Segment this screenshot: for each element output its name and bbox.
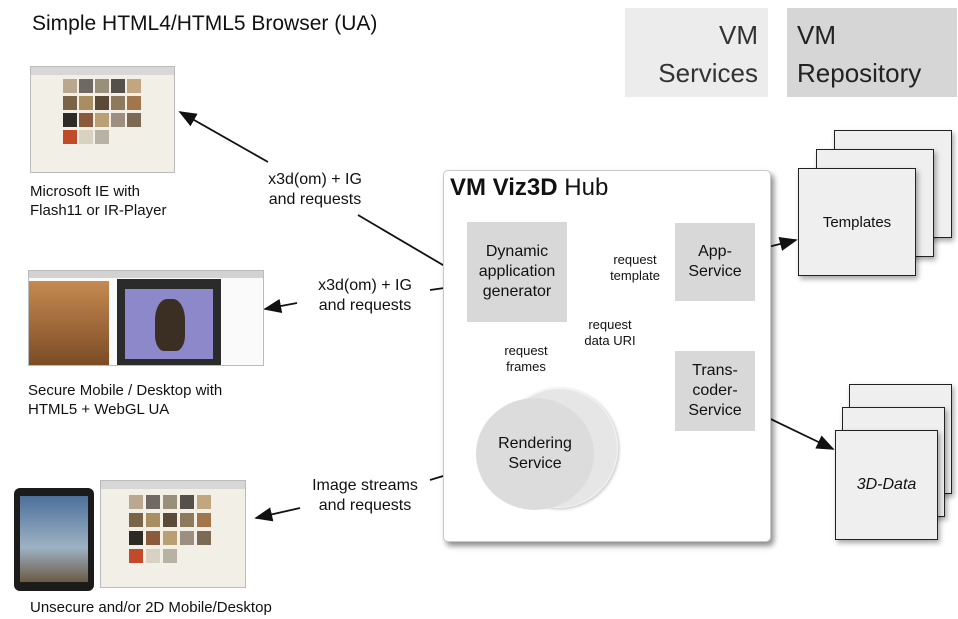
flow-label-request-data-uri: request data URI	[578, 317, 642, 349]
dynamic-application-generator-label: Dynamic application generator	[478, 243, 556, 300]
legend-vm-services-label: VM Services	[658, 20, 758, 88]
arrow-to-ie-client	[178, 111, 269, 163]
transcoder-service: Trans- coder- Service	[675, 351, 755, 431]
webgl-client-label: Secure Mobile / Desktop with HTML5 + Web…	[28, 382, 223, 418]
webgl-viewer	[117, 279, 221, 365]
hub-title-rest: Hub	[557, 174, 609, 201]
legend-vm-services: VM Services	[625, 8, 768, 97]
unsecure-browser-screenshot	[100, 480, 246, 588]
3d-data-label: 3D-Data	[856, 476, 917, 493]
corridor-render	[29, 281, 109, 365]
templates-card: Templates	[798, 168, 916, 276]
page-title: Simple HTML4/HTML5 Browser (UA)	[32, 12, 378, 35]
transcoder-service-label: Trans- coder- Service	[688, 362, 742, 419]
flow-label-ie: x3d(om) + IG and requests	[268, 171, 362, 208]
flow-label-request-template: request template	[600, 252, 670, 284]
dynamic-application-generator: Dynamic application generator	[467, 222, 567, 322]
unsecure-client-label: Unsecure and/or 2D Mobile/Desktop	[30, 599, 272, 616]
flow-label-webgl: x3d(om) + IG and requests	[318, 277, 412, 314]
app-service: App- Service	[675, 223, 755, 301]
hub-title: VM Viz3D Hub	[450, 174, 608, 202]
templates-label: Templates	[822, 213, 892, 231]
3d-data-card: 3D-Data	[835, 430, 938, 540]
arrow-to-unsecure-client	[254, 507, 301, 522]
legend-vm-repository: VM Repository	[787, 8, 957, 97]
tablet-device	[14, 488, 94, 591]
app-service-label: App- Service	[688, 243, 742, 280]
hub-title-bold: VM Viz3D	[450, 174, 558, 201]
catalog-thumbnail-grid-2	[129, 495, 215, 575]
flow-label-image: Image streams and requests	[312, 477, 418, 514]
legend-vm-repository-label: VM Repository	[797, 20, 922, 88]
ie-client-label: Microsoft IE with Flash11 or IR-Player	[30, 183, 167, 219]
flow-label-request-frames: request frames	[496, 343, 556, 375]
rendering-service-label: Rendering Service	[498, 435, 572, 472]
arrow-to-webgl-client	[263, 298, 298, 314]
rendering-service: Rendering Service	[476, 398, 594, 510]
webgl-browser-screenshot	[28, 270, 264, 366]
ie-browser-screenshot	[30, 66, 175, 173]
catalog-thumbnail-grid	[63, 79, 141, 147]
